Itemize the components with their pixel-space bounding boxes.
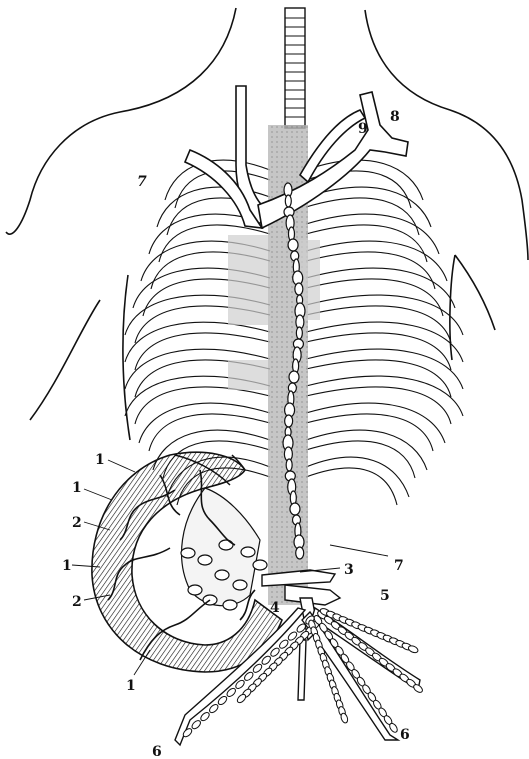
rib-right (306, 268, 455, 308)
label-1-left: 1 (62, 558, 72, 574)
label-3: 3 (344, 562, 354, 578)
rib-right (306, 322, 463, 362)
gland (188, 585, 202, 595)
rib-right (306, 457, 409, 497)
duct-bead (285, 415, 293, 427)
gland (241, 547, 255, 557)
rib-right (306, 376, 463, 416)
rib-left (125, 322, 270, 362)
duct-bead (286, 459, 292, 471)
chain-bead (199, 711, 210, 722)
gland (181, 548, 195, 558)
chain-bead (340, 712, 349, 723)
label-7-shoulder: 7 (137, 174, 147, 190)
label-6-left: 6 (152, 744, 162, 759)
duct-bead (295, 283, 303, 295)
label-5: 5 (380, 588, 390, 604)
label-1-upper: 1 (72, 480, 82, 496)
rib-right-edge (306, 441, 415, 478)
label-2-upper: 2 (72, 515, 82, 531)
gland (215, 570, 229, 580)
label-4: 4 (270, 600, 280, 616)
chain-bead (407, 645, 419, 654)
rib-right (306, 187, 431, 227)
gland (223, 600, 237, 610)
rib-right (306, 295, 463, 335)
duct-bead (296, 547, 304, 559)
label-1-top: 1 (95, 452, 105, 468)
duct-bead (285, 195, 291, 207)
duct-bead (290, 503, 300, 515)
label-2-lower: 2 (72, 594, 82, 610)
duct-bead (289, 371, 299, 383)
chain-bead (191, 719, 202, 730)
rib-right (306, 241, 447, 281)
duct-bead (296, 327, 302, 339)
label-8: 8 (390, 109, 400, 125)
rib-left (139, 403, 270, 443)
gland (253, 560, 267, 570)
duct-bead (288, 239, 298, 251)
label-6-right: 6 (400, 727, 410, 743)
gland (233, 580, 247, 590)
rib-right (306, 349, 463, 389)
rib-right (306, 403, 445, 443)
label-7-right: 7 (394, 558, 404, 574)
label-1-bottom: 1 (126, 678, 136, 694)
gland (198, 555, 212, 565)
label-9: 9 (358, 121, 368, 137)
rib-right-edge (306, 468, 397, 505)
